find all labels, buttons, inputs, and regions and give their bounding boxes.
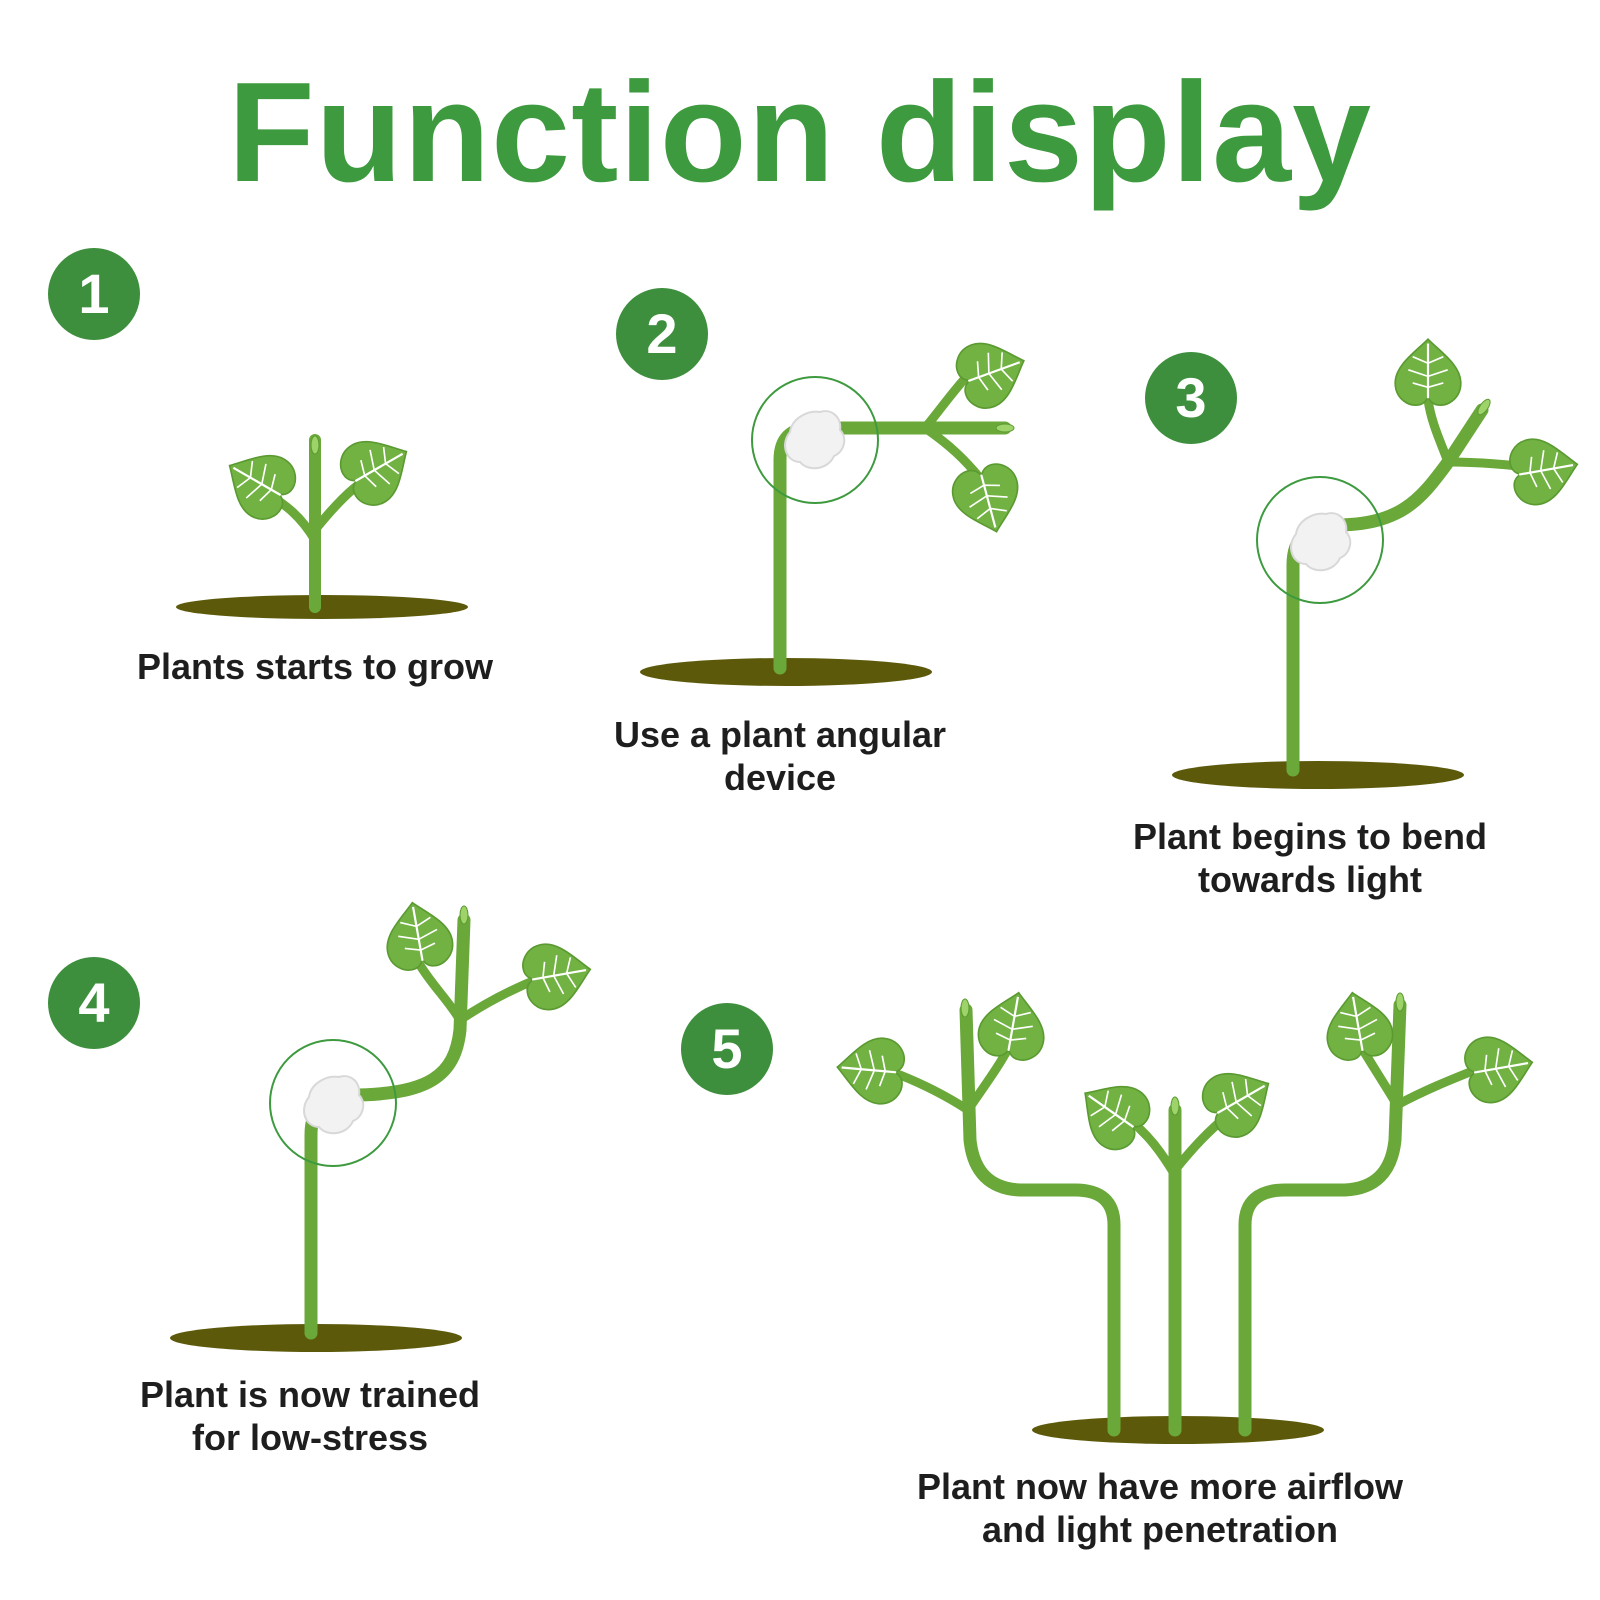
step-4-badge: 4 (48, 957, 140, 1049)
step-4-caption: Plant is now trained for low-stress (90, 1373, 530, 1459)
caption-line: Plant is now trained (139, 1374, 481, 1415)
page-title: Function display (227, 53, 1373, 212)
step-5-badge: 5 (681, 1003, 773, 1095)
plant-stage-5 (833, 985, 1540, 1444)
step-3-caption: Plant begins to bend towards light (1080, 815, 1540, 901)
caption-line: Plants starts to grow (136, 646, 494, 687)
angular-device-ring (269, 1039, 397, 1167)
plant-stage-2 (640, 328, 1037, 686)
angular-device-ring (1256, 476, 1384, 604)
caption-line: device (723, 757, 837, 798)
caption-line: and light penetration (982, 1509, 1338, 1550)
step-1-badge: 1 (48, 248, 140, 340)
plant-stem-left (959, 1003, 1121, 1437)
angular-clip (1290, 512, 1352, 572)
soil-mound (170, 1324, 462, 1352)
plant-stage-1 (176, 422, 468, 619)
step-1-caption: Plants starts to grow (90, 645, 540, 688)
plant-stem-right (1238, 998, 1407, 1437)
soil-mound (640, 658, 932, 686)
caption-line: Use a plant angular (613, 714, 947, 755)
soil-mound (176, 595, 468, 619)
step-5-caption: Plant now have more airflow and light pe… (880, 1465, 1440, 1551)
caption-line: towards light (1198, 859, 1422, 900)
caption-line: for low-stress (191, 1417, 429, 1458)
step-2-badge: 2 (616, 288, 708, 380)
step-2-caption: Use a plant angular device (560, 713, 1000, 799)
angular-clip (303, 1075, 365, 1135)
caption-line: Plant begins to bend (1132, 816, 1487, 857)
plant-stage-3 (1172, 338, 1585, 789)
step-3-badge: 3 (1145, 352, 1237, 444)
soil-mound (1172, 761, 1464, 789)
plant-stage-4 (170, 895, 598, 1352)
angular-clip (784, 410, 846, 470)
angular-device-ring (751, 376, 879, 504)
caption-line: Plant now have more airflow (916, 1466, 1404, 1507)
